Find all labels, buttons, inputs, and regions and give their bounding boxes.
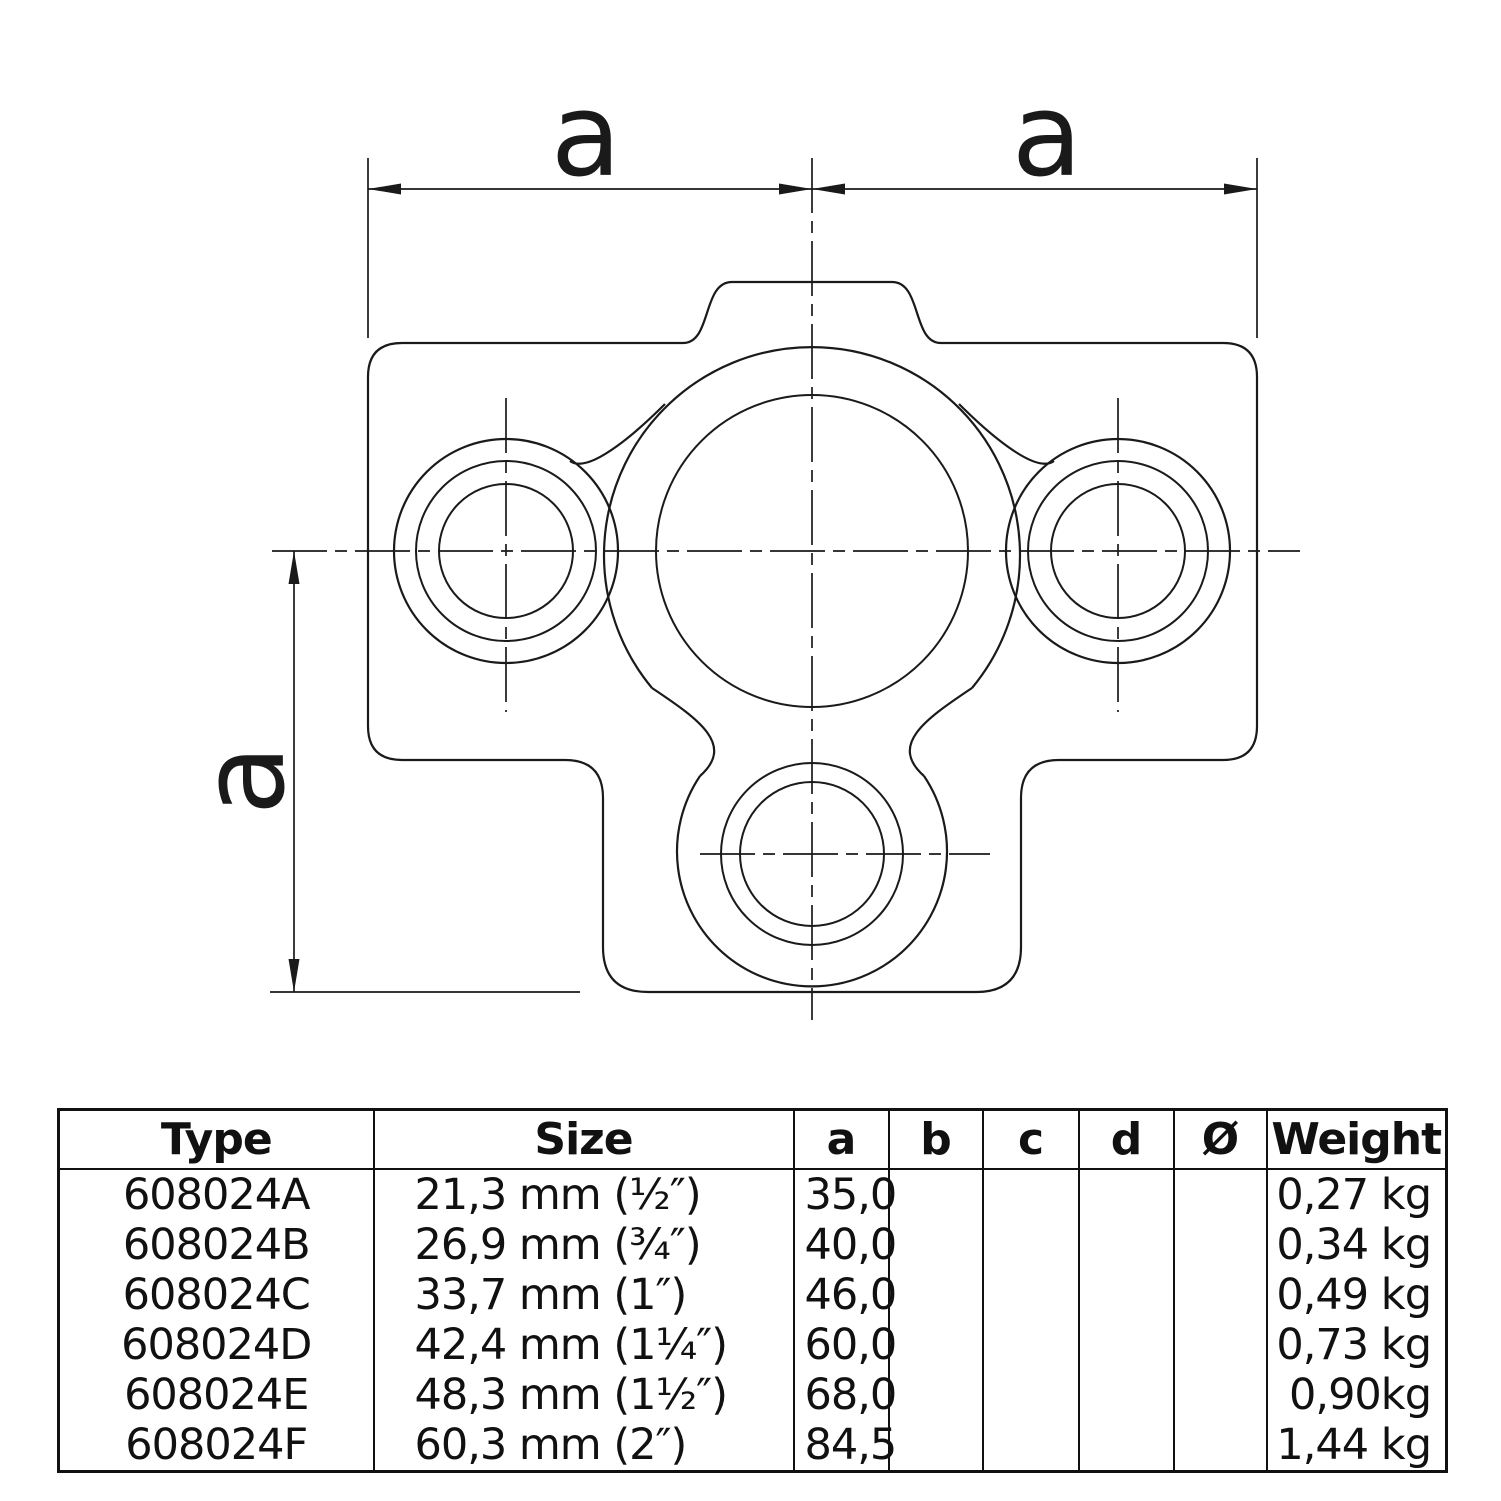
cell-diameter	[1172, 1370, 1268, 1420]
cell-b	[887, 1420, 984, 1472]
cell-diameter	[1172, 1169, 1268, 1220]
col-header-weight: Weight	[1265, 1109, 1448, 1170]
cell-a: 40,0	[792, 1220, 897, 1270]
cell-b	[887, 1169, 984, 1220]
table-row: 608024D 42,4 mm (1¼″) 60,0 0,73 kg	[57, 1320, 1448, 1370]
cell-a: 84,5	[792, 1420, 897, 1472]
cell-size: 48,3 mm (1½″)	[372, 1370, 795, 1420]
col-header-size: Size	[372, 1109, 795, 1170]
table-row: 608024E 48,3 mm (1½″) 68,0 0,90kg	[57, 1370, 1448, 1420]
neck-fillet-upper-right	[958, 403, 1055, 465]
cell-d	[1077, 1270, 1175, 1320]
extension-lines	[270, 158, 1258, 993]
arrow-top-center-right	[812, 183, 845, 195]
col-header-d: d	[1077, 1109, 1175, 1170]
arrow-top-far-right	[1224, 183, 1257, 195]
body-outline	[366, 280, 1259, 994]
cell-b	[887, 1320, 984, 1370]
col-header-c: c	[981, 1109, 1080, 1170]
cell-type: 608024C	[57, 1270, 375, 1320]
cell-c	[981, 1270, 1080, 1320]
cell-diameter	[1172, 1320, 1268, 1370]
neck-fillet-upper-left	[569, 403, 666, 465]
cell-d	[1077, 1320, 1175, 1370]
arrow-top-far-left	[368, 183, 401, 195]
cell-type: 608024A	[57, 1169, 375, 1220]
arrow-left-top	[288, 551, 300, 584]
cell-b	[887, 1270, 984, 1320]
cell-size: 26,9 mm (¾″)	[372, 1220, 795, 1270]
cell-type: 608024E	[57, 1370, 375, 1420]
dimension-arrowheads	[288, 183, 1257, 992]
dim-label-top-left: a	[551, 69, 621, 203]
neck-fillet-lower-left	[651, 687, 716, 777]
bottom-socket-boss-arc	[675, 775, 949, 988]
cell-a: 68,0	[792, 1370, 897, 1420]
cell-size: 33,7 mm (1″)	[372, 1270, 795, 1320]
cell-b	[887, 1370, 984, 1420]
col-header-b: b	[887, 1109, 984, 1170]
cell-weight: 1,44 kg	[1265, 1420, 1448, 1472]
cell-c	[981, 1220, 1080, 1270]
cell-c	[981, 1169, 1080, 1220]
cell-a: 35,0	[792, 1169, 897, 1220]
cell-weight: 0,27 kg	[1265, 1169, 1448, 1220]
cell-weight: 0,73 kg	[1265, 1320, 1448, 1370]
cell-type: 608024B	[57, 1220, 375, 1270]
col-header-a: a	[792, 1109, 890, 1170]
cell-d	[1077, 1169, 1175, 1220]
cell-size: 60,3 mm (2″)	[372, 1420, 795, 1472]
dimension-lines	[293, 188, 1257, 992]
cell-d	[1077, 1420, 1175, 1472]
cell-a: 46,0	[792, 1270, 897, 1320]
cell-c	[981, 1420, 1080, 1472]
neck-fillet-lower-right	[908, 687, 973, 777]
cell-type: 608024F	[57, 1420, 375, 1472]
col-header-diameter: Ø	[1172, 1109, 1268, 1170]
cell-d	[1077, 1370, 1175, 1420]
cell-diameter	[1172, 1420, 1268, 1472]
table-row: 608024C 33,7 mm (1″) 46,0 0,49 kg	[57, 1270, 1448, 1320]
cell-d	[1077, 1220, 1175, 1270]
table-row: 608024B 26,9 mm (¾″) 40,0 0,34 kg	[57, 1220, 1448, 1270]
dim-label-left: a	[177, 745, 311, 815]
arrow-left-bottom	[288, 959, 300, 992]
cell-a: 60,0	[792, 1320, 897, 1370]
dim-label-top-right: a	[1012, 69, 1082, 203]
cell-diameter	[1172, 1270, 1268, 1320]
cell-c	[981, 1320, 1080, 1370]
header-row: Type Size a b c d Ø Weight	[57, 1109, 1448, 1170]
cell-size: 42,4 mm (1¼″)	[372, 1320, 795, 1370]
cell-weight: 0,34 kg	[1265, 1220, 1448, 1270]
table-row: 608024F 60,3 mm (2″) 84,5 1,44 kg	[57, 1420, 1448, 1472]
table-row: 608024A 21,3 mm (½″) 35,0 0,27 kg	[57, 1169, 1448, 1220]
cell-size: 21,3 mm (½″)	[372, 1169, 795, 1220]
col-header-type: Type	[57, 1109, 375, 1170]
cell-type: 608024D	[57, 1320, 375, 1370]
cell-diameter	[1172, 1220, 1268, 1270]
cell-weight: 0,49 kg	[1265, 1270, 1448, 1320]
cell-c	[981, 1370, 1080, 1420]
spec-table: Type Size a b c d Ø Weight 608024A 21,3 …	[57, 1108, 1448, 1473]
arrow-top-center-left	[779, 183, 812, 195]
cell-b	[887, 1220, 984, 1270]
cell-weight: 0,90kg	[1265, 1370, 1448, 1420]
centerlines	[272, 158, 1300, 1020]
